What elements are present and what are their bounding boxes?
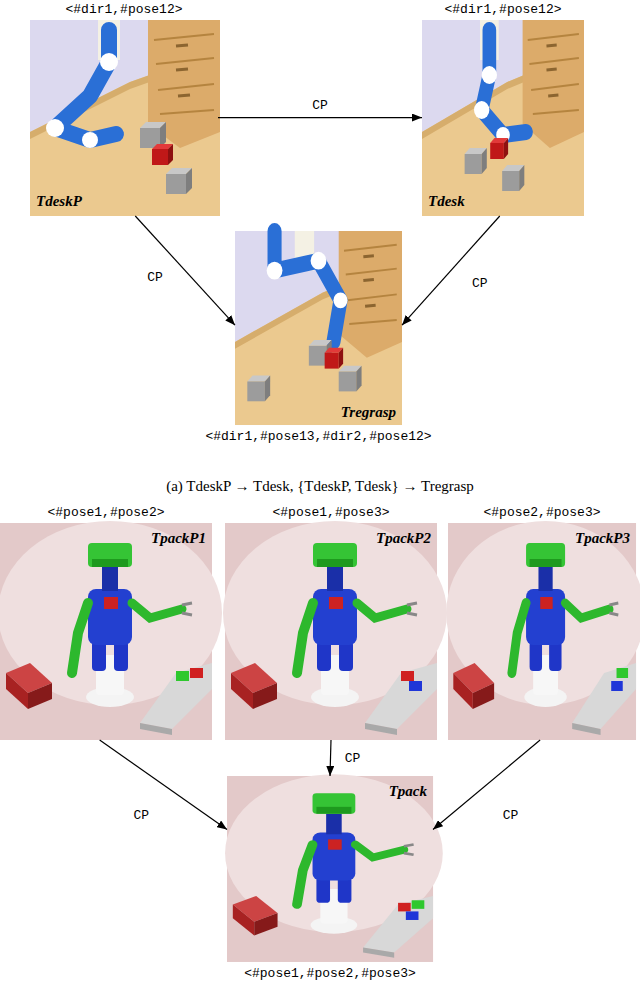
cp-arrow bbox=[330, 740, 331, 776]
circle-shape bbox=[267, 262, 283, 280]
desk-image bbox=[235, 231, 402, 425]
scene-panel: <#pose1,#pose3> TpackP2 bbox=[225, 505, 437, 740]
task-label: Tregrasp bbox=[341, 403, 396, 421]
rect-shape bbox=[611, 681, 623, 691]
pose-tuple: <#dir1,#pose13,#dir2,#pose12> bbox=[205, 429, 431, 445]
pack-image bbox=[223, 521, 447, 740]
use-shape bbox=[225, 774, 443, 962]
pack-image bbox=[0, 521, 222, 740]
edge-label: CP bbox=[343, 751, 363, 766]
pack-image bbox=[225, 774, 443, 962]
cp-arrow bbox=[433, 740, 540, 830]
use-shape bbox=[0, 521, 222, 740]
circle-shape bbox=[311, 252, 327, 270]
circle-shape bbox=[100, 53, 118, 71]
scene-panel: Tregrasp<#dir1,#pose13,#dir2,#pose12> bbox=[235, 231, 402, 445]
task-label: TdeskP bbox=[36, 192, 82, 210]
task-label: Tpack bbox=[389, 782, 427, 800]
pose-tuple: <#dir1,#pose12> bbox=[444, 2, 561, 18]
pose-tuple: <#pose2,#pose3> bbox=[483, 505, 600, 521]
rect-shape bbox=[617, 668, 629, 678]
pose-tuple: <#pose1,#pose2,#pose3> bbox=[244, 966, 416, 982]
scene-panel: <#pose2,#pose3> TpackP3 bbox=[448, 505, 636, 740]
task-label: Tdesk bbox=[428, 192, 465, 210]
use-shape bbox=[502, 165, 524, 191]
scene-panel: Tpack <#pose1,#pose2,#pose3> bbox=[227, 776, 433, 982]
edge-label: CP bbox=[470, 275, 490, 290]
cp-arrow bbox=[218, 117, 422, 118]
rect-shape bbox=[190, 668, 203, 678]
cp-arrow bbox=[135, 216, 235, 325]
pose-tuple: <#pose1,#pose2> bbox=[47, 505, 164, 521]
circle-shape bbox=[333, 292, 347, 308]
circle-shape bbox=[46, 119, 64, 137]
task-label: TpackP3 bbox=[575, 529, 630, 547]
edge-label: CP bbox=[501, 807, 521, 822]
use-shape bbox=[235, 231, 402, 425]
path-shape bbox=[275, 231, 341, 342]
desk-image bbox=[30, 20, 220, 216]
use-shape bbox=[152, 144, 173, 165]
use-shape bbox=[325, 348, 343, 369]
edge-label: CP bbox=[132, 807, 152, 822]
use-shape bbox=[166, 168, 192, 194]
use-shape bbox=[465, 148, 487, 174]
pack-image bbox=[446, 521, 640, 740]
use-shape bbox=[30, 20, 220, 216]
rect-shape bbox=[176, 671, 189, 681]
use-shape bbox=[339, 366, 362, 392]
use-shape bbox=[223, 521, 447, 740]
edge-label: CP bbox=[145, 269, 165, 284]
path-shape bbox=[482, 30, 526, 135]
scene-panel: <#dir1,#pose12> Tdesk bbox=[422, 2, 584, 216]
subfigure-caption: (a) TdeskP → Tdesk, {TdeskP, Tdesk} → Tr… bbox=[166, 477, 474, 495]
edge-label: CP bbox=[310, 97, 330, 112]
rect-shape bbox=[409, 681, 422, 691]
rect-shape bbox=[398, 903, 411, 912]
scene-panel: <#dir1,#pose12> TdeskP bbox=[30, 2, 218, 216]
scene-panel: <#pose1,#pose2> TpackP1 bbox=[0, 505, 212, 740]
use-shape bbox=[446, 521, 640, 740]
task-label: TpackP1 bbox=[151, 529, 206, 547]
cp-arrow bbox=[402, 216, 500, 325]
circle-shape bbox=[82, 132, 98, 148]
task-label: TpackP2 bbox=[376, 529, 431, 547]
circle-shape bbox=[474, 101, 489, 119]
rect-shape bbox=[401, 671, 414, 681]
circle-shape bbox=[482, 66, 497, 84]
cp-arrow bbox=[100, 740, 227, 830]
use-shape bbox=[422, 20, 584, 216]
rect-shape bbox=[406, 911, 419, 920]
rect-shape bbox=[412, 900, 425, 909]
pose-tuple: <#pose1,#pose3> bbox=[272, 505, 389, 521]
pose-tuple: <#dir1,#pose12> bbox=[65, 2, 182, 18]
use-shape bbox=[490, 138, 508, 159]
desk-image bbox=[422, 20, 584, 216]
path-shape bbox=[55, 30, 116, 140]
use-shape bbox=[247, 376, 270, 402]
